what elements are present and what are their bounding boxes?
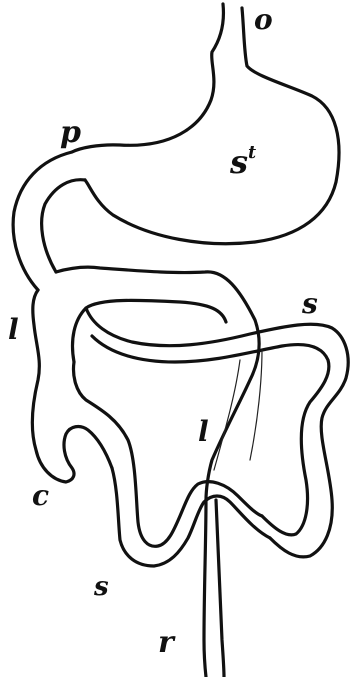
label-small-intestine-right: s: [302, 290, 318, 318]
duodenum-inner-wall: [42, 180, 85, 272]
label-stomach-sup: t: [248, 142, 256, 163]
small-intestine-upper-loop-inner: [92, 336, 329, 535]
rectum-right-wall: [216, 500, 224, 677]
label-rectum: r: [158, 628, 174, 658]
rectum-left-wall: [204, 500, 206, 677]
mesentery-line-left: [214, 360, 240, 470]
label-oesophagus: o: [254, 6, 273, 34]
label-large-intestine-center: l: [198, 418, 209, 446]
colon-upper-outer-wall: [32, 290, 112, 482]
colon-transverse-inner: [73, 300, 227, 362]
stomach-inner-wall: [72, 4, 223, 152]
label-large-intestine-left: l: [8, 316, 19, 344]
label-cecum: c: [32, 482, 49, 510]
oesophagus-stomach-outer-wall: [85, 8, 339, 244]
label-stomach-letter: s: [230, 143, 248, 181]
label-pylorus: p: [60, 118, 81, 148]
label-stomach: st: [230, 146, 256, 178]
label-small-intestine-bottom: s: [94, 574, 109, 600]
small-intestine-lower-loop-inner: [74, 362, 263, 546]
